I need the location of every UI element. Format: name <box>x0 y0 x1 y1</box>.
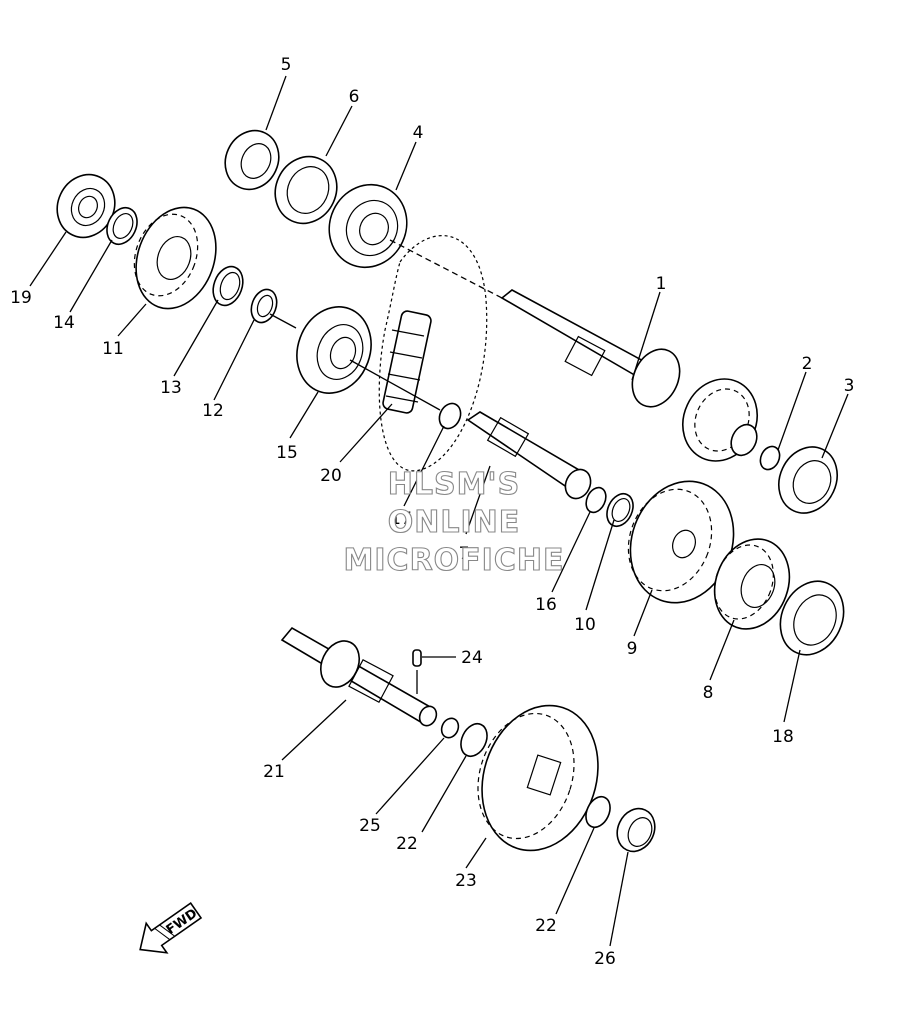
callout-21: 21 <box>263 762 285 782</box>
callout-22b: 22 <box>535 916 557 936</box>
fwd-arrow-icon: FWD <box>139 902 203 954</box>
callout-4: 4 <box>413 123 424 143</box>
callout-1: 1 <box>656 274 667 294</box>
part-22-circlip-a <box>460 722 488 758</box>
callout-13: 13 <box>160 378 182 398</box>
part-7-shaft <box>466 411 592 500</box>
part-20-fork-set <box>378 235 488 472</box>
callout-2: 2 <box>802 354 813 374</box>
part-26-needle-bearing <box>616 807 656 853</box>
part-8-gear <box>713 538 791 630</box>
callout-14: 14 <box>53 313 75 333</box>
callout-3: 3 <box>844 376 855 396</box>
callout-10: 10 <box>574 615 596 635</box>
watermark: HLSM'S ONLINE MICROFICHE <box>343 466 565 578</box>
part-2-oring <box>759 445 781 471</box>
part-15-clutch <box>296 306 372 394</box>
leader-lines <box>29 75 849 947</box>
part-1-main-shaft <box>500 289 758 462</box>
part-5-seal <box>224 129 280 191</box>
part-17-oring <box>438 402 462 430</box>
part-6-seal <box>274 155 338 225</box>
part-16-oring <box>585 486 607 514</box>
callout-18: 18 <box>772 727 794 747</box>
watermark-line-2: ONLINE <box>388 505 521 540</box>
callout-26: 26 <box>594 949 616 969</box>
part-13-needle-bearing <box>212 265 244 307</box>
callout-19: 19 <box>10 288 32 308</box>
part-23-gear <box>477 704 599 852</box>
part-25-circlip <box>440 717 460 739</box>
callout-17: 17 <box>390 509 412 529</box>
callout-11: 11 <box>102 339 124 359</box>
part-22-circlip-b <box>585 795 611 829</box>
callout-6: 6 <box>349 87 360 107</box>
callout-24: 24 <box>461 648 483 668</box>
watermark-line-1: HLSM'S <box>388 467 520 502</box>
callout-22a: 22 <box>396 834 418 854</box>
part-12-washer <box>250 288 278 324</box>
callout-9: 9 <box>627 639 638 659</box>
callout-15: 15 <box>276 443 298 463</box>
part-14-ring <box>106 206 138 246</box>
part-10-washer <box>606 492 634 528</box>
part-21-shaft <box>280 626 438 727</box>
callout-20: 20 <box>320 466 342 486</box>
part-9-gear <box>627 480 735 604</box>
callout-25: 25 <box>359 816 381 836</box>
callout-labels: 1 2 3 4 5 6 7 8 9 10 11 12 13 14 15 16 1… <box>10 55 854 969</box>
callout-16: 16 <box>535 595 557 615</box>
part-11-gear <box>133 206 217 310</box>
callout-8: 8 <box>703 683 714 703</box>
part-4-bearing <box>328 183 408 269</box>
part-24-pin <box>412 649 422 694</box>
watermark-line-3: MICROFICHE <box>344 543 565 578</box>
part-18-bearing <box>779 580 845 656</box>
callout-23: 23 <box>455 871 477 891</box>
callout-7: 7 <box>459 544 470 564</box>
callout-12: 12 <box>202 401 224 421</box>
part-3-bearing <box>778 446 838 514</box>
callout-5: 5 <box>281 55 292 75</box>
